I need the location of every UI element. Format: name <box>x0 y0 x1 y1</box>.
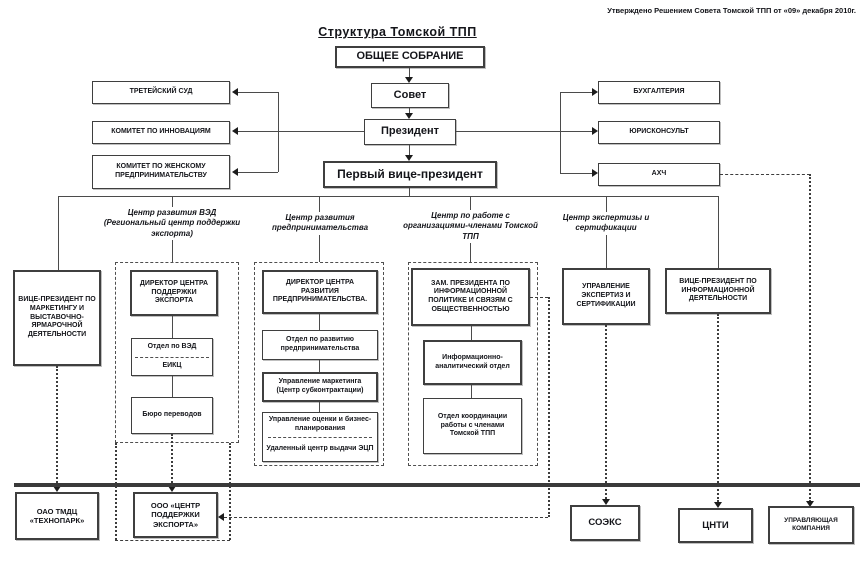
node-digital-signature-center: Удаленный центр выдачи ЭЦП <box>266 444 374 452</box>
group-entrepreneurship-center <box>254 262 384 466</box>
connector-line <box>58 196 718 197</box>
node-vp-information: ВИЦЕ-ПРЕЗИДЕНТ ПО ИНФОРМАЦИОННОЙ ДЕЯТЕЛЬ… <box>665 268 771 314</box>
connector-line <box>409 68 410 78</box>
connector-line <box>238 131 364 132</box>
connector-line <box>409 145 410 156</box>
arrow-right-icon <box>592 88 598 96</box>
arrow-left-icon <box>232 127 238 135</box>
node-management-company: УПРАВЛЯЮЩАЯ КОМПАНИЯ <box>768 506 854 544</box>
arrow-down-icon <box>53 486 61 492</box>
node-valuation-group: Управление оценки и бизнес-планирования … <box>262 412 378 462</box>
node-first-vice-president: Первый вице-президент <box>323 161 497 188</box>
arrow-down-icon <box>405 77 413 83</box>
connector-line <box>238 92 278 93</box>
arrow-left-icon <box>232 88 238 96</box>
connector-line <box>560 92 561 173</box>
arrow-down-icon <box>714 502 722 508</box>
connector-dotted <box>171 434 173 486</box>
node-translation-bureau: Бюро переводов <box>131 397 213 434</box>
node-legal-counsel: ЮРИСКОНСУЛЬТ <box>598 121 720 144</box>
arrow-down-icon <box>168 486 176 492</box>
node-soeks: СОЭКС <box>570 505 640 541</box>
node-eikc: ЕИКЦ <box>162 361 182 369</box>
connector-line <box>560 92 592 93</box>
connector-line <box>409 188 410 196</box>
divider <box>267 436 373 438</box>
node-valuation-dept: Управление оценки и бизнес-планирования <box>268 416 372 432</box>
arrow-down-icon <box>806 501 814 507</box>
node-women-committee: КОМИТЕТ ПО ЖЕНСКОМУ ПРЕДПРИНИМАТЕЛЬСТВУ <box>92 155 230 189</box>
group-ved-center <box>115 262 239 443</box>
connector-dotted <box>56 366 58 486</box>
node-vp-marketing: ВИЦЕ-ПРЕЗИДЕНТ ПО МАРКЕТИНГУ И ВЫСТАВОЧН… <box>13 270 101 366</box>
node-ved-director: ДИРЕКТОР ЦЕНТРА ПОДДЕРЖКИ ЭКСПОРТА <box>130 270 218 316</box>
connector-dotted <box>115 443 117 540</box>
arrow-down-icon <box>405 113 413 119</box>
connector-line <box>172 376 173 397</box>
connector-line <box>456 131 592 132</box>
node-cnti: ЦНТИ <box>678 508 753 543</box>
heading-expertise-center: Центр экспертизы и сертификации <box>546 212 666 235</box>
node-deputy-president: ЗАМ. ПРЕЗИДЕНТА ПО ИНФОРМАЦИОННОЙ ПОЛИТИ… <box>411 268 530 326</box>
connector-dotted <box>229 443 231 540</box>
node-innovation-committee: КОМИТЕТ ПО ИННОВАЦИЯМ <box>92 121 230 144</box>
node-analytics-dept: Информационно-аналитический отдел <box>423 340 522 385</box>
node-ahch: АХЧ <box>598 163 720 186</box>
node-marketing-dept: Управление маркетинга (Центр субконтракт… <box>262 372 378 402</box>
connector-line <box>278 92 279 172</box>
connector-dashed <box>530 297 548 298</box>
heading-ved-center: Центр развития ВЭД (Региональный центр п… <box>97 207 247 241</box>
node-export-support-center: ООО «ЦЕНТР ПОДДЕРЖКИ ЭКСПОРТА» <box>133 492 218 538</box>
divider <box>135 356 209 358</box>
connector-dotted <box>809 174 811 502</box>
page-title: Структура Томской ТПП <box>318 25 477 39</box>
arrow-down-icon <box>602 499 610 505</box>
connector-dashed <box>115 540 230 541</box>
connector-line <box>319 402 320 412</box>
connector-dashed <box>224 517 548 518</box>
node-general-meeting: ОБЩЕЕ СОБРАНИЕ <box>335 46 485 68</box>
connector-dotted <box>605 325 607 499</box>
node-president: Президент <box>364 119 456 145</box>
connector-line <box>238 172 278 173</box>
arrow-down-icon <box>405 155 413 161</box>
arrow-right-icon <box>592 127 598 135</box>
node-ved-dept: Отдел по ВЭД <box>147 343 197 351</box>
arrow-right-icon <box>592 169 598 177</box>
heading-entrepreneurship-center: Центр развития предпринимательства <box>255 212 385 235</box>
connector-line <box>172 316 173 338</box>
heading-members-center: Центр по работе с организациями-членами … <box>398 210 543 244</box>
connector-line <box>319 360 320 372</box>
approval-note: Утверждено Решением Совета Томской ТПП о… <box>607 6 856 15</box>
node-technopark: ОАО ТМДЦ «ТЕХНОПАРК» <box>15 492 99 540</box>
connector-line <box>319 314 320 330</box>
node-council: Совет <box>371 83 449 108</box>
arrow-left-icon <box>218 513 224 521</box>
connector-dashed <box>720 174 810 175</box>
node-development-dept: Отдел по развитию предпринимательства <box>262 330 378 360</box>
connector-line <box>718 196 719 268</box>
arrow-left-icon <box>232 168 238 176</box>
node-accounting: БУХГАЛТЕРИЯ <box>598 81 720 104</box>
node-coordination-dept: Отдел координации работы с членами Томск… <box>423 398 522 454</box>
node-entrepreneurship-director: ДИРЕКТОР ЦЕНТРА РАЗВИТИЯ ПРЕДПРИНИМАТЕЛЬ… <box>262 270 378 314</box>
node-ved-dept-group: Отдел по ВЭД ЕИКЦ <box>131 338 213 376</box>
connector-line <box>409 108 410 117</box>
node-arbitration-court: ТРЕТЕЙСКИЙ СУД <box>92 81 230 104</box>
connector-dotted <box>548 297 550 517</box>
group-members-center <box>408 262 538 466</box>
connector-line <box>471 326 472 340</box>
connector-line <box>471 385 472 398</box>
connector-line <box>560 173 592 174</box>
separator-line <box>14 483 860 487</box>
connector-dotted <box>717 314 719 502</box>
node-expertise-dept: УПРАВЛЕНИЕ ЭКСПЕРТИЗ И СЕРТИФИКАЦИИ <box>562 268 650 325</box>
connector-line <box>58 196 59 270</box>
